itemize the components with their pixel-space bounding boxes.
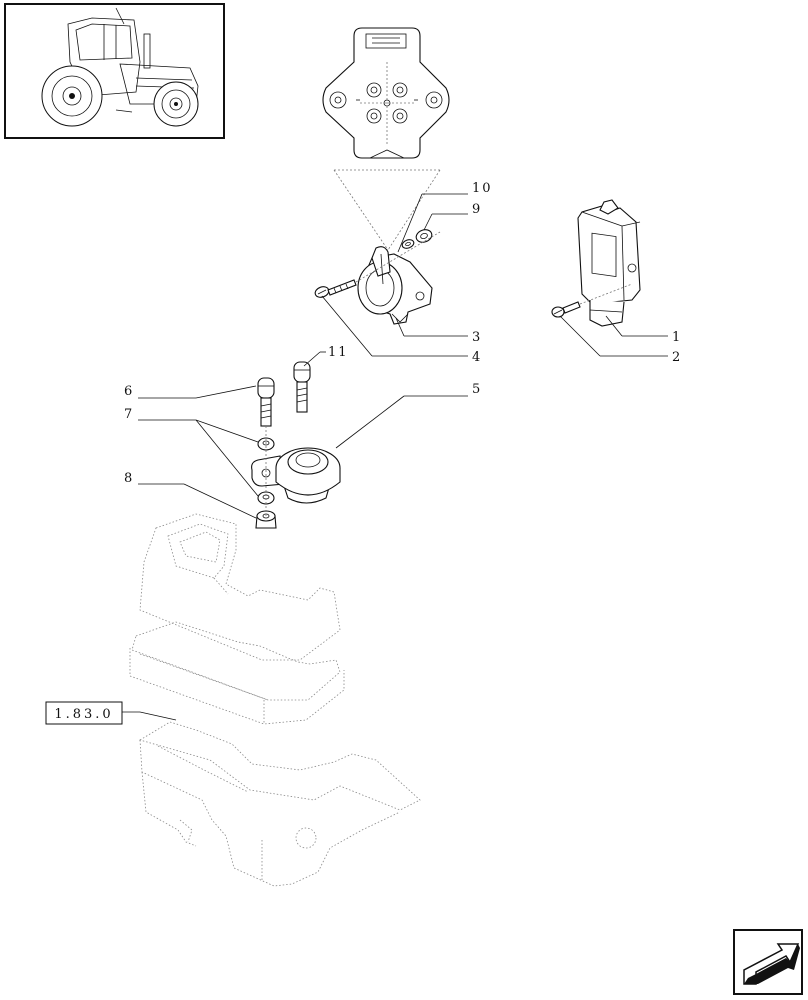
cab-roof-context [129, 513, 421, 887]
socket-screw-part [314, 279, 357, 298]
callout-11: 11 [328, 345, 349, 360]
socket-holder-part [251, 447, 341, 504]
reference-label: 1.83.0 [54, 707, 113, 722]
callout-1: 1 [672, 330, 682, 345]
leader-lines [122, 193, 668, 721]
callout-7: 7 [124, 407, 134, 422]
callout-9: 9 [472, 202, 482, 217]
callout-10: 10 [472, 181, 493, 196]
nut-part-8 [255, 510, 277, 529]
callout-6: 6 [124, 384, 134, 399]
socket-face-detail [322, 27, 450, 251]
control-module-part [577, 199, 641, 327]
bolt-part-6 [257, 377, 275, 427]
bolt-part-11 [293, 361, 311, 413]
callout-2: 2 [672, 350, 682, 365]
callout-3: 3 [472, 330, 482, 345]
callout-5: 5 [472, 382, 482, 397]
socket-nut-washer-part [355, 229, 441, 283]
module-screw-part [551, 283, 633, 318]
tractor-thumbnail-icon [4, 3, 225, 139]
callout-4: 4 [472, 350, 482, 365]
trailer-socket-part [357, 246, 433, 325]
reference-box[interactable]: 1.83.0 [45, 701, 123, 725]
next-page-arrow-icon[interactable] [733, 929, 803, 995]
callout-8: 8 [124, 471, 134, 486]
